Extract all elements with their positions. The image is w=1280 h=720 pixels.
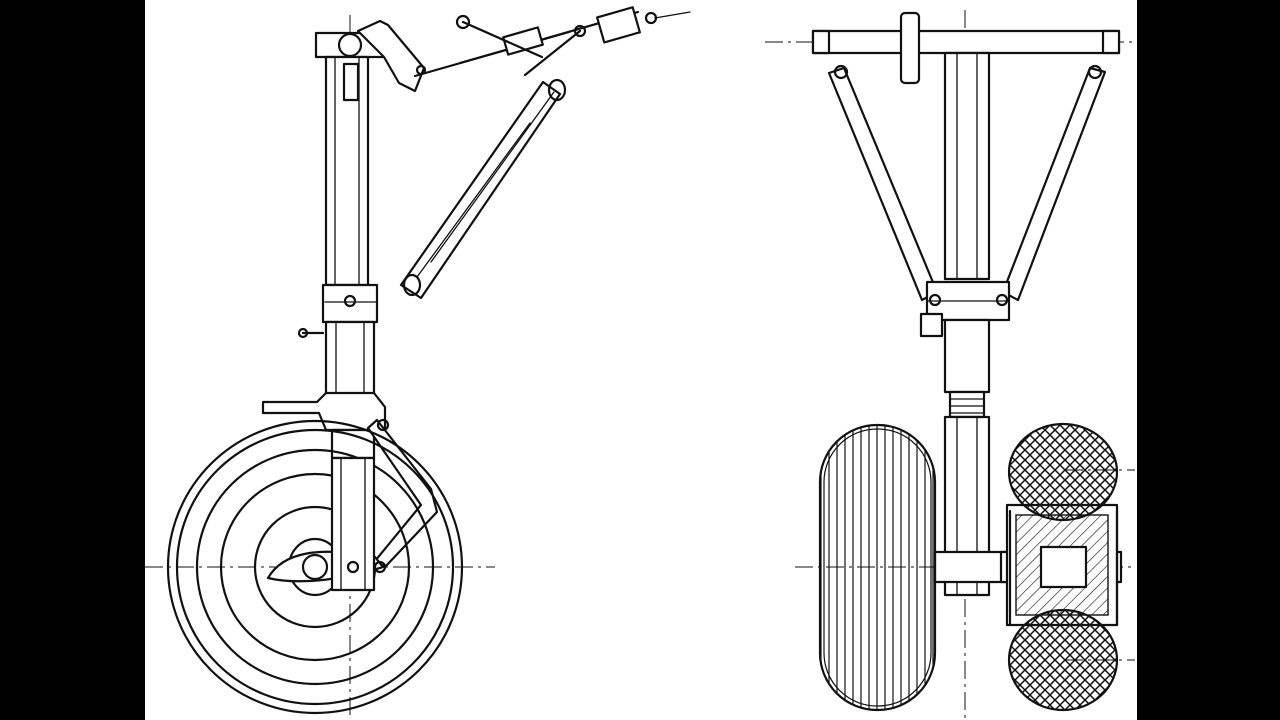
right-front-brace — [1001, 66, 1107, 302]
torque-link-upper — [261, 391, 387, 432]
side-view — [145, 6, 691, 720]
actuator-body-a — [502, 26, 544, 56]
side-brace-detail — [416, 91, 555, 278]
left-front-wheel-inner — [823, 428, 932, 707]
actuator-top-end — [455, 14, 471, 30]
torque-link-lower — [366, 418, 439, 569]
top-actuator-mount — [899, 11, 921, 85]
lower-brace-pin — [402, 273, 422, 297]
side-wheel-rim — [219, 472, 411, 662]
right-lower-wheel-section — [1007, 608, 1119, 712]
right-beam-end — [1101, 29, 1121, 55]
link-axle-pin — [373, 560, 387, 574]
upper-brace-pin — [547, 78, 567, 102]
front-collar-right-pin — [995, 293, 1009, 307]
front-collar-left-pin — [928, 293, 942, 307]
left-top-brace-pin — [833, 64, 849, 80]
wheel-fork — [330, 456, 376, 592]
right-hub-center — [1039, 545, 1088, 589]
axle-cross-section — [301, 553, 329, 581]
front-view — [765, 10, 1135, 720]
brace-upper-pin — [573, 24, 587, 38]
fork-axle-pin — [346, 560, 360, 574]
front-lower-lug — [919, 312, 944, 338]
top-crossbeam — [811, 29, 1121, 55]
diagonal-brace-top — [523, 29, 582, 77]
landing-gear-technical-drawing — [145, 6, 1135, 720]
left-front-brace — [827, 66, 939, 302]
upper-clamp — [342, 62, 360, 102]
right-top-brace-pin — [1087, 64, 1103, 80]
torque-link-pin — [376, 418, 390, 432]
collar-pin — [343, 294, 357, 308]
middle-collar — [321, 283, 379, 324]
front-lower-strut — [943, 318, 991, 394]
landing-gear-drawing-sheet — [145, 0, 1137, 720]
side-wheel-tire-ring-1 — [175, 428, 455, 706]
upper-link-rod — [461, 20, 544, 59]
side-lever-pin — [297, 327, 309, 339]
actuator-body-b — [596, 6, 641, 44]
right-upper-wheel-section — [1007, 422, 1119, 522]
left-front-wheel — [818, 423, 937, 712]
left-beam-end — [811, 29, 831, 55]
side-wheel-outer-tire — [166, 419, 464, 715]
retraction-bellcrank — [356, 19, 426, 93]
side-wheel-tire-ring-2 — [195, 448, 435, 686]
front-main-strut — [943, 51, 991, 281]
actuator-right-extension — [654, 11, 691, 19]
